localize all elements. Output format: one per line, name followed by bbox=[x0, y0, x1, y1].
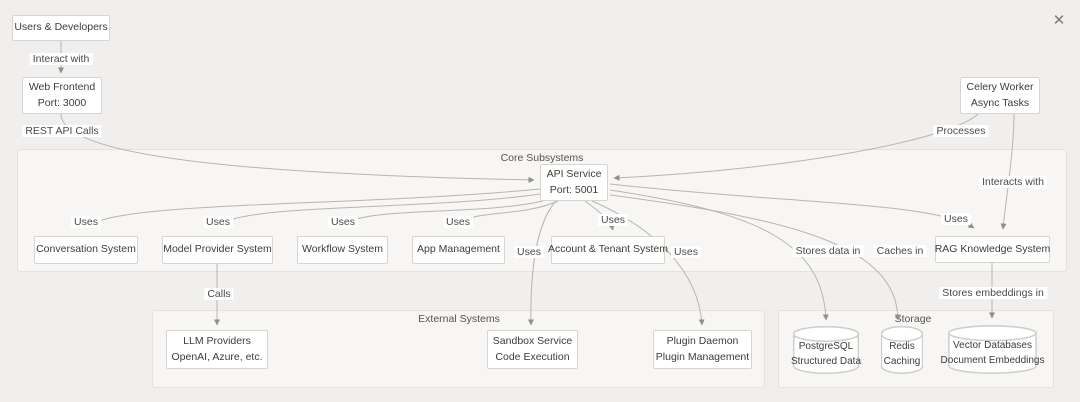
edge-label-uses-rag: Uses bbox=[941, 213, 971, 225]
node-vector-databases: Vector Databases Document Embeddings bbox=[941, 325, 1044, 374]
node-llm-providers: LLM Providers OpenAI, Azure, etc. bbox=[166, 330, 268, 369]
node-conversation-system: Conversation System bbox=[34, 236, 138, 264]
node-model-provider-system: Model Provider System bbox=[162, 236, 273, 264]
edge-label-uses-model-provider: Uses bbox=[203, 216, 233, 228]
edge-api-to-plugin-daemon bbox=[591, 200, 705, 326]
edge-api-to-conversation bbox=[86, 188, 541, 228]
close-icon[interactable]: ✕ bbox=[1052, 12, 1066, 29]
node-label: Account & Tenant System bbox=[547, 243, 669, 256]
node-app-management: App Management bbox=[412, 236, 505, 264]
edge-label-uses-plugin: Uses bbox=[671, 246, 701, 258]
database-cylinder-icon bbox=[948, 325, 1037, 374]
node-label: Web Frontend bbox=[28, 80, 96, 93]
node-label: App Management bbox=[417, 243, 500, 256]
node-label: PostgreSQL bbox=[798, 340, 854, 352]
node-label: Celery Worker bbox=[966, 80, 1034, 93]
node-label: RAG Knowledge System bbox=[934, 242, 1051, 255]
edge-api-to-postgresql bbox=[609, 189, 829, 321]
node-label: Vector Databases bbox=[953, 340, 1032, 351]
node-postgresql-database: PostgreSQL Structured Data bbox=[790, 326, 862, 374]
node-celery-worker: Celery Worker Async Tasks bbox=[960, 77, 1040, 114]
edge-label-calls: Calls bbox=[204, 288, 234, 300]
node-sublabel: OpenAI, Azure, etc. bbox=[171, 350, 263, 363]
edge-label-interact-with: Interact with bbox=[29, 53, 93, 65]
node-sublabel: Port: 5001 bbox=[549, 183, 599, 196]
node-sublabel: Document Embeddings bbox=[940, 355, 1045, 366]
database-cylinder-icon bbox=[793, 326, 859, 374]
node-label: Conversation System bbox=[36, 243, 136, 256]
edge-celery-to-rag bbox=[1000, 113, 1015, 230]
edge-label-uses-sandbox: Uses bbox=[514, 246, 544, 258]
edge-label-uses-workflow: Uses bbox=[328, 216, 358, 228]
edge-celery-to-api-service bbox=[613, 113, 979, 181]
node-label: Plugin Daemon bbox=[666, 334, 739, 347]
edge-label-interacts-with: Interacts with bbox=[979, 176, 1047, 188]
node-label: Model Provider System bbox=[163, 243, 272, 256]
node-sublabel: Plugin Management bbox=[655, 350, 750, 363]
node-sandbox-service: Sandbox Service Code Execution bbox=[487, 330, 578, 369]
edge-api-to-redis bbox=[609, 194, 901, 321]
cluster-storage-label: Storage bbox=[894, 313, 932, 325]
node-workflow-system: Workflow System bbox=[297, 236, 388, 264]
node-sublabel: Code Execution bbox=[495, 350, 570, 363]
node-label: Users & Developers bbox=[14, 21, 108, 34]
edge-web-frontend-to-api-service bbox=[60, 113, 535, 183]
node-sublabel: Caching bbox=[883, 355, 921, 367]
node-label: LLM Providers bbox=[183, 334, 251, 347]
node-rag-knowledge-system: RAG Knowledge System bbox=[935, 236, 1050, 263]
database-cylinder-icon bbox=[881, 326, 923, 374]
edge-label-rest-api-calls: REST API Calls bbox=[22, 125, 102, 137]
edge-api-to-rag bbox=[609, 183, 975, 229]
edge-label-uses-conversation: Uses bbox=[71, 216, 101, 228]
node-users-developers: Users & Developers bbox=[12, 15, 110, 41]
node-api-service: API Service Port: 5001 bbox=[540, 164, 608, 201]
edge-label-stores-data-in: Stores data in bbox=[792, 245, 864, 257]
node-sublabel: Port: 3000 bbox=[37, 96, 87, 109]
node-label: Redis bbox=[889, 340, 915, 352]
node-plugin-daemon: Plugin Daemon Plugin Management bbox=[653, 330, 752, 369]
node-redis-database: Redis Caching bbox=[881, 326, 923, 374]
node-sublabel: Structured Data bbox=[790, 355, 862, 367]
edge-api-to-model-provider bbox=[218, 193, 541, 227]
node-label: API Service bbox=[546, 167, 602, 180]
edge-label-uses-app-management: Uses bbox=[443, 216, 473, 228]
cluster-external-systems-label: External Systems bbox=[418, 313, 500, 325]
cluster-core-subsystems-label: Core Subsystems bbox=[500, 152, 584, 164]
node-label: Sandbox Service bbox=[492, 334, 573, 347]
edge-label-processes: Processes bbox=[933, 125, 989, 137]
node-sublabel: Async Tasks bbox=[970, 96, 1030, 109]
node-account-tenant-system: Account & Tenant System bbox=[547, 236, 669, 264]
edge-label-stores-embeddings-in: Stores embeddings in bbox=[939, 287, 1047, 299]
edge-label-uses-account-tenant: Uses bbox=[598, 214, 628, 226]
node-label: Workflow System bbox=[302, 243, 383, 256]
node-web-frontend: Web Frontend Port: 3000 bbox=[22, 77, 102, 114]
edge-label-caches-in: Caches in bbox=[873, 245, 927, 257]
